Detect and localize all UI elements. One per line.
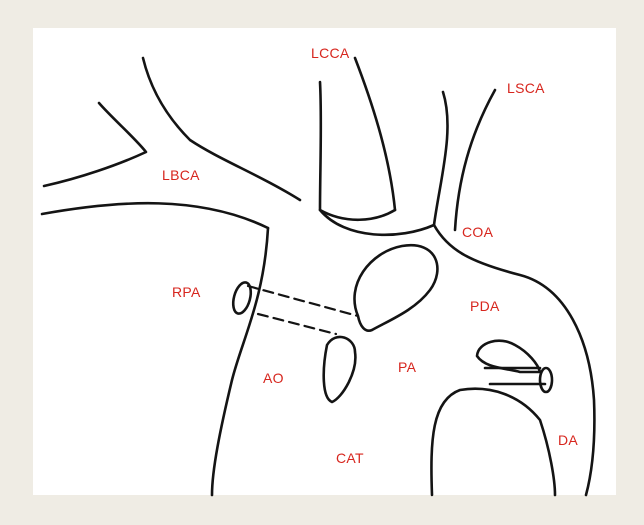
lcca-right-wall — [355, 58, 395, 210]
lsca-right-wall — [455, 90, 495, 230]
label-da: DA — [558, 432, 578, 448]
label-ao: AO — [263, 370, 284, 386]
arch-right-outer-wall — [434, 225, 594, 495]
lsca-left-wall — [434, 92, 448, 225]
shunt-upper-dashed — [248, 286, 358, 316]
pda-inner-wall — [431, 389, 555, 495]
label-cat: CAT — [336, 450, 364, 466]
inner-arch-wall — [320, 210, 434, 235]
label-coa: COA — [462, 224, 493, 240]
da-tube-end — [540, 368, 552, 392]
label-pda: PDA — [470, 298, 500, 314]
label-lcca: LCCA — [311, 45, 350, 61]
lbca-left-wall — [44, 103, 146, 186]
shunt-lower-dashed — [258, 314, 336, 334]
label-rpa: RPA — [172, 284, 201, 300]
label-lbca: LBCA — [162, 167, 200, 183]
lbca-lower-wall — [42, 203, 268, 228]
label-lsca: LSCA — [507, 80, 545, 96]
label-pa: PA — [398, 359, 416, 375]
pa-loop — [354, 245, 437, 330]
ascending-aorta-wall — [212, 228, 268, 495]
aortic-orifice — [324, 337, 356, 402]
